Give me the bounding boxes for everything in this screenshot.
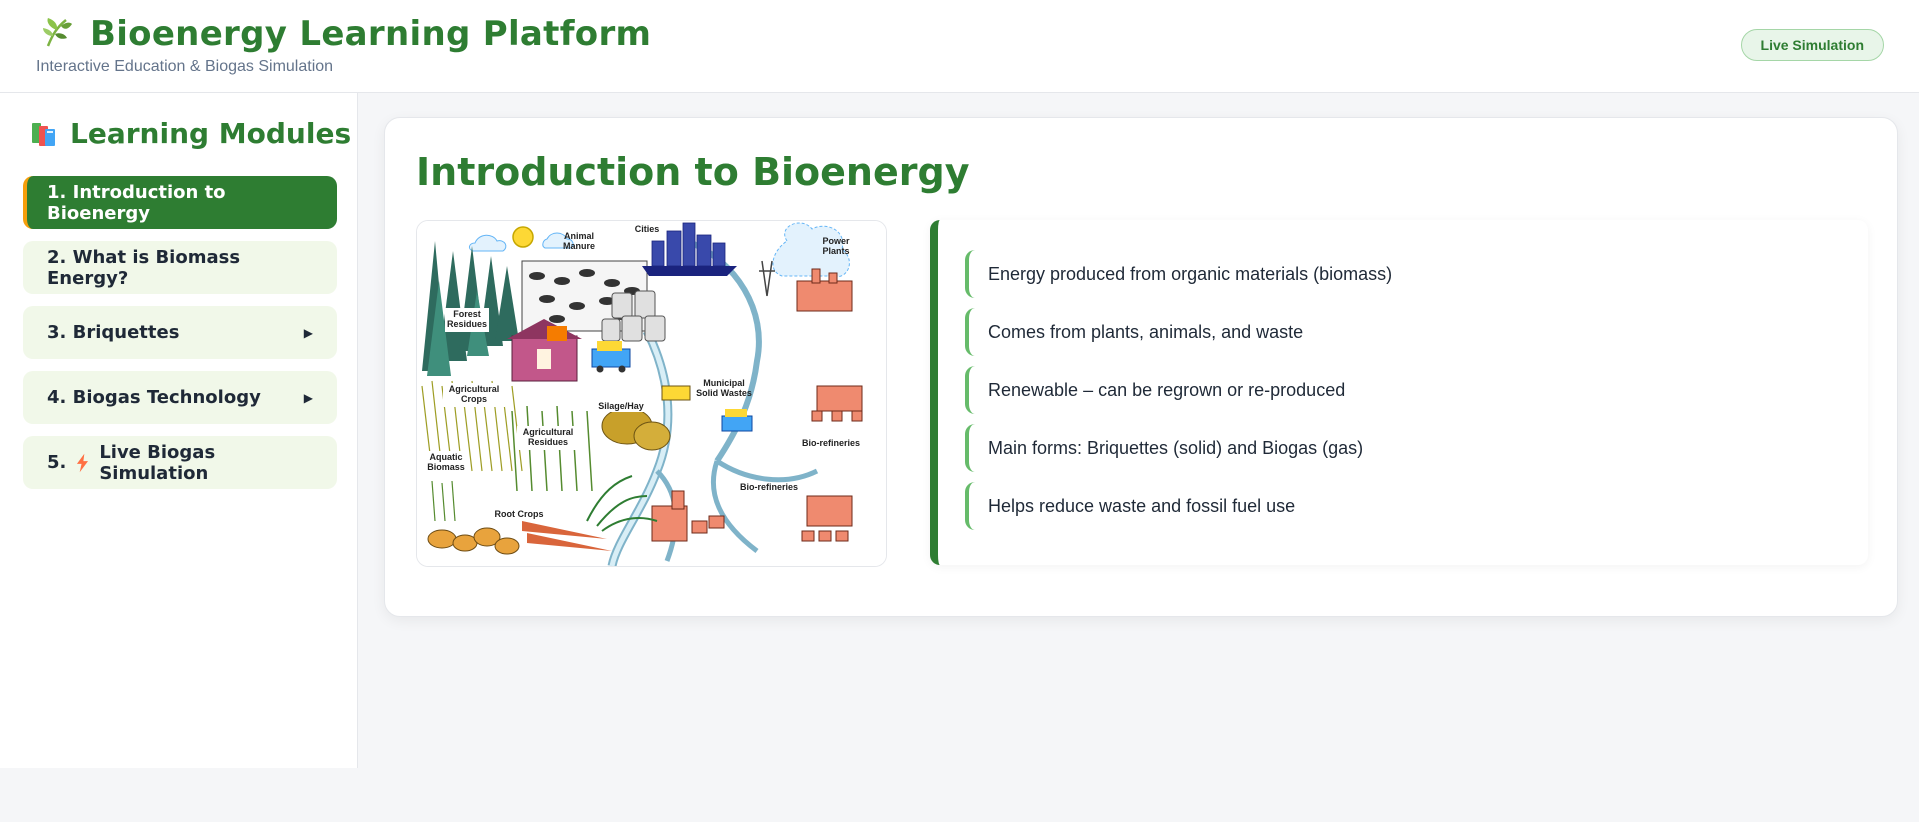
key-points-list: Energy produced from organic materials (… — [965, 250, 1848, 540]
sidebar-item-label: 2. What is Biomass Energy? — [47, 246, 241, 289]
list-item: Renewable – can be regrown or re-produce… — [965, 366, 1848, 414]
books-icon — [32, 122, 55, 146]
sidebar-item-live-simulation[interactable]: 5. Live Biogas Simulation — [23, 436, 337, 489]
label-municipal: Municipal — [703, 378, 745, 388]
list-item: Helps reduce waste and fossil fuel use — [965, 482, 1848, 530]
sidebar-item-biomass-energy[interactable]: 2. What is Biomass Energy? — [23, 241, 337, 294]
label-agricultural-crops-2: Crops — [461, 394, 487, 404]
page-title: Introduction to Bioenergy — [416, 150, 970, 194]
live-simulation-badge[interactable]: Live Simulation — [1740, 29, 1884, 61]
label-cities: Cities — [635, 224, 660, 234]
label-animal-manure: Animal — [564, 231, 594, 241]
label-forest-residues-2: Residues — [447, 319, 487, 329]
list-item: Main forms: Briquettes (solid) and Bioga… — [965, 424, 1848, 472]
bioenergy-diagram-svg: Animal Manure Cities Power Plants Forest… — [417, 221, 886, 566]
key-points-panel: Energy produced from organic materials (… — [930, 220, 1868, 565]
expand-arrow-icon[interactable]: ▶ — [303, 390, 313, 405]
label-bio-refineries-1: Bio-refineries — [802, 438, 860, 448]
label-silage-hay: Silage/Hay — [598, 401, 644, 411]
sidebar-item-label-group: 5. Live Biogas Simulation — [47, 442, 313, 484]
app-subtitle: Interactive Education & Biogas Simulatio… — [36, 58, 334, 75]
sidebar-item-label: 4. Biogas Technology — [47, 387, 261, 408]
label-power-plants: Power — [822, 236, 850, 246]
expand-arrow-icon[interactable]: ▶ — [303, 325, 313, 340]
leaf-sprout-icon — [43, 18, 72, 47]
label-agricultural-crops: Agricultural — [449, 384, 500, 394]
label-aquatic-biomass: Aquatic — [429, 452, 462, 462]
label-agricultural-residues-2: Residues — [528, 437, 568, 447]
sidebar-item-biogas-technology[interactable]: 4. Biogas Technology ▶ — [23, 371, 337, 424]
sidebar-item-number: 5. — [47, 452, 67, 473]
sidebar-title: Learning Modules — [30, 117, 351, 150]
label-forest-residues: Forest — [453, 309, 481, 319]
sidebar-item-label: 1. Introduction to Bioenergy — [47, 181, 226, 224]
sidebar-item-briquettes[interactable]: 3. Briquettes ▶ — [23, 306, 337, 359]
label-power-plants-2: Plants — [822, 246, 849, 256]
sidebar-item-introduction[interactable]: 1. Introduction to Bioenergy — [23, 176, 337, 229]
module-nav: 1. Introduction to Bioenergy 2. What is … — [23, 176, 337, 501]
label-animal-manure-2: Manure — [563, 241, 595, 251]
label-agricultural-residues: Agricultural — [523, 427, 574, 437]
app-title: Bioenergy Learning Platform — [90, 14, 652, 54]
sidebar: Learning Modules 1. Introduction to Bioe… — [0, 93, 358, 768]
label-root-crops: Root Crops — [495, 509, 544, 519]
app-header: Bioenergy Learning Platform Interactive … — [0, 0, 1919, 93]
diagram-labels: Animal Manure Cities Power Plants Forest… — [425, 224, 860, 520]
content-card: Introduction to Bioenergy — [384, 117, 1898, 617]
lightning-bolt-icon — [77, 453, 89, 472]
list-item: Comes from plants, animals, and waste — [965, 308, 1848, 356]
label-bio-refineries-2: Bio-refineries — [740, 482, 798, 492]
label-aquatic-biomass-2: Biomass — [427, 462, 465, 472]
sidebar-item-text: Live Biogas Simulation — [99, 441, 216, 484]
sidebar-title-text: Learning Modules — [70, 117, 352, 150]
bioenergy-sources-illustration: Animal Manure Cities Power Plants Forest… — [416, 220, 887, 567]
label-solid-wastes: Solid Wastes — [696, 388, 752, 398]
list-item: Energy produced from organic materials (… — [965, 250, 1848, 298]
sidebar-item-label: 3. Briquettes — [47, 322, 180, 343]
